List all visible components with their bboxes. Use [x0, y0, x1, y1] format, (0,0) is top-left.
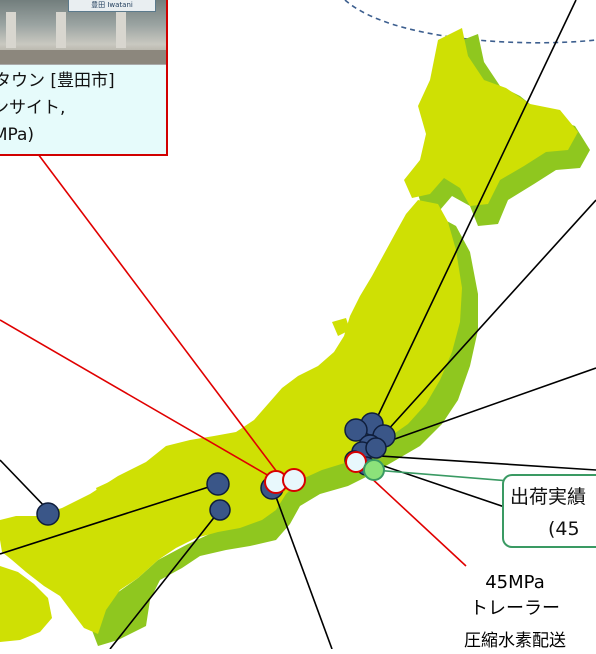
kyushu-edge: [0, 566, 52, 642]
trailer-description: 圧縮水素配送: [464, 631, 566, 651]
photo-ground: [0, 50, 166, 64]
station-markers: [36, 412, 396, 526]
caption-line-2: ンサイト,: [0, 98, 66, 118]
shikoku: [96, 472, 200, 516]
station-marker: [36, 502, 60, 526]
caption-line-1: タウン [豊田市]: [0, 71, 115, 91]
island-north: [332, 318, 350, 336]
hokkaido: [404, 28, 578, 206]
photo-pillar: [6, 12, 16, 48]
onsite-station-marker: [345, 451, 367, 473]
station-photo-callout: 豊田 Iwatani タウン [豊田市] ンサイト, 5MPa): [0, 0, 168, 156]
station-marker: [206, 472, 230, 496]
station-sign: 豊田 Iwatani: [68, 0, 156, 12]
trailer-label: 45MPa トレーラー 圧縮水素配送: [440, 570, 590, 654]
shipment-record-callout: 出荷実績 (45: [502, 474, 596, 548]
station-photo: 豊田 Iwatani: [0, 0, 166, 65]
trailer-type: トレーラー: [470, 598, 560, 619]
photo-pillar: [116, 12, 126, 48]
trailer-pressure: 45MPa: [485, 572, 545, 593]
station-marker: [209, 499, 231, 521]
caption-line-3: 5MPa): [0, 125, 35, 145]
honshu: [0, 200, 462, 634]
station-marker: [344, 418, 368, 442]
photo-pillar: [56, 12, 66, 48]
station-caption: タウン [豊田市] ンサイト, 5MPa): [0, 68, 166, 149]
delivery-station-marker: [363, 459, 385, 481]
onsite-station-marker: [282, 468, 306, 492]
shipment-callout-line-1: 出荷実績: [510, 486, 587, 508]
station-marker: [365, 437, 387, 459]
land-front: [0, 28, 578, 642]
shipment-callout-line-2: (45: [548, 518, 580, 540]
